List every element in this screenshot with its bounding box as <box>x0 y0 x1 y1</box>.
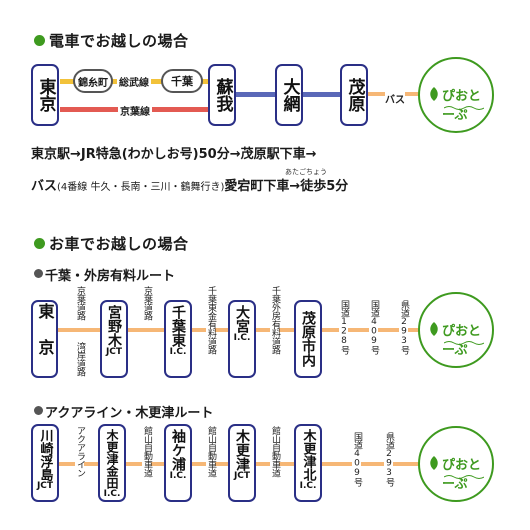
node-mobara-shinai: 茂原市内 <box>294 300 322 378</box>
road-r128: 国道128号 <box>339 300 349 354</box>
route2-title: アクアライン・木更津ルート <box>45 406 214 421</box>
node-kisarazu-north: 木更津北 I.C. <box>294 424 322 502</box>
node-kawasaki: 川崎浮島 JCT <box>31 424 59 502</box>
node-omiya: 大宮 I.C. <box>228 300 256 378</box>
road-keiyo-2: 京葉道路 <box>142 286 152 320</box>
leaf-icon <box>430 322 438 336</box>
road-tateyama-3: 館山自動車道 <box>270 426 280 477</box>
road-r409-2: 国道409号 <box>352 432 362 486</box>
green-bullet-icon <box>34 238 45 249</box>
node-sodegaura: 袖ケ浦 I.C. <box>164 424 192 502</box>
station-oami: 大網 <box>275 64 303 126</box>
sotobo-line-1 <box>230 92 284 97</box>
station-chiba: 千葉 <box>161 69 203 93</box>
road-p293-1: 県道293号 <box>399 300 409 354</box>
station-soga: 蘇我 <box>208 64 236 126</box>
ruby-atagocho: あたごちょう <box>285 168 327 176</box>
route1-title: 千葉・外房有料ルート <box>45 269 176 284</box>
road-p293-2: 県道293号 <box>384 432 394 486</box>
station-mobara: 茂原 <box>340 64 368 126</box>
car-heading: お車でお越しの場合 <box>49 235 189 253</box>
road-aqualine: アクアライン <box>75 426 85 477</box>
node-chiba-east: 千葉東 I.C. <box>164 300 192 378</box>
road-wangan: 湾岸道路 <box>75 342 85 376</box>
node-kisarazu-kaneda: 木更津金田 I.C. <box>98 424 126 502</box>
road-chiba-sotobo: 千葉外房有料道路 <box>270 286 280 354</box>
biotope-logo: ぴおとーぷ <box>418 426 494 502</box>
gray-bullet-icon <box>34 269 43 278</box>
green-bullet-icon <box>34 35 45 46</box>
biotope-logo: ぴおとーぷ <box>418 57 494 133</box>
road-chiba-togane: 千葉東金有料道路 <box>206 286 216 354</box>
line-label-bus: バス <box>385 91 405 106</box>
sotobo-line-2 <box>300 92 350 97</box>
road-tateyama-1: 館山自動車道 <box>142 426 152 477</box>
train-route-line2: バス(4番線 牛久・長南・三川・鶴舞行き)愛宕町下車→徒歩5分 <box>31 179 349 194</box>
train-heading: 電車でお越しの場合 <box>49 32 189 50</box>
line-label-sobu: 総武線 <box>117 74 151 89</box>
line-label-keiyo: 京葉線 <box>118 103 152 118</box>
biotope-logo: ぴおとーぷ <box>418 292 494 368</box>
station-kinshicho: 錦糸町 <box>73 69 113 93</box>
node-miyanogi: 宮野木 JCT <box>100 300 128 378</box>
station-tokyo: 東京 <box>31 64 59 126</box>
train-route-line1: 東京駅→JR特急(わかしお号)50分→茂原駅下車→ <box>31 147 317 162</box>
leaf-icon <box>430 456 438 470</box>
leaf-icon <box>430 87 438 101</box>
road-r409-1: 国道409号 <box>369 300 379 354</box>
road-keiyo-top: 京葉道路 <box>75 286 85 320</box>
node-tokyo: 東京 <box>31 300 58 378</box>
road-tateyama-2: 館山自動車道 <box>206 426 216 477</box>
node-kisarazu: 木更津 JCT <box>228 424 256 502</box>
gray-bullet-icon <box>34 406 43 415</box>
